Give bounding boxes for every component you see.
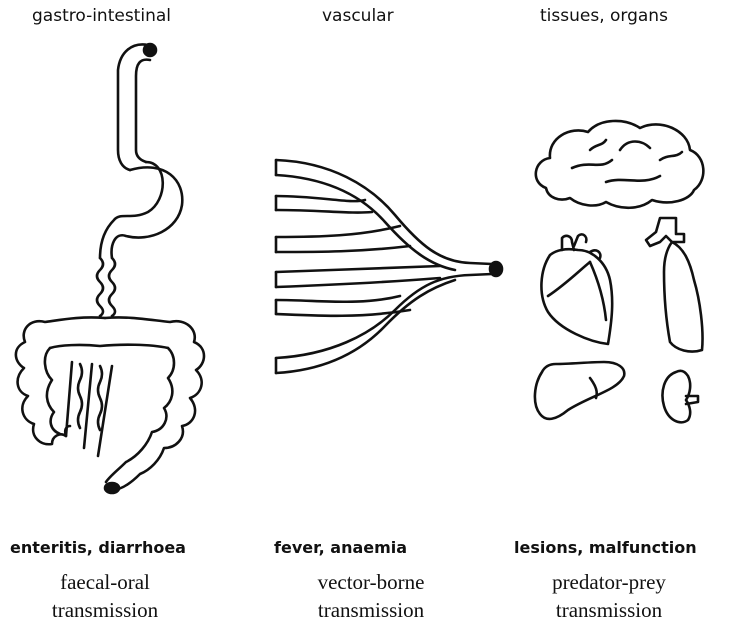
brain-icon	[536, 121, 704, 208]
blood-vessels-icon	[276, 160, 502, 373]
route-predator-prey-line2: transmission	[524, 596, 694, 624]
kidney-icon	[663, 371, 699, 423]
digestive-tract-icon	[16, 44, 204, 493]
route-faecal-oral: faecal-oral transmission	[20, 568, 190, 624]
liver-icon	[535, 362, 624, 419]
condition-lesions-malfunction: lesions, malfunction	[514, 538, 697, 557]
route-faecal-oral-line1: faecal-oral	[20, 568, 190, 596]
condition-fever-anaemia: fever, anaemia	[274, 538, 407, 557]
route-predator-prey-line1: predator-prey	[524, 568, 694, 596]
route-vector-borne-line2: transmission	[286, 596, 456, 624]
route-vector-borne-line1: vector-borne	[286, 568, 456, 596]
route-vector-borne: vector-borne transmission	[286, 568, 456, 624]
route-faecal-oral-line2: transmission	[20, 596, 190, 624]
lungs-icon	[646, 218, 703, 352]
heart-icon	[541, 234, 612, 344]
route-predator-prey: predator-prey transmission	[524, 568, 694, 624]
condition-enteritis-diarrhoea: enteritis, diarrhoea	[10, 538, 186, 557]
